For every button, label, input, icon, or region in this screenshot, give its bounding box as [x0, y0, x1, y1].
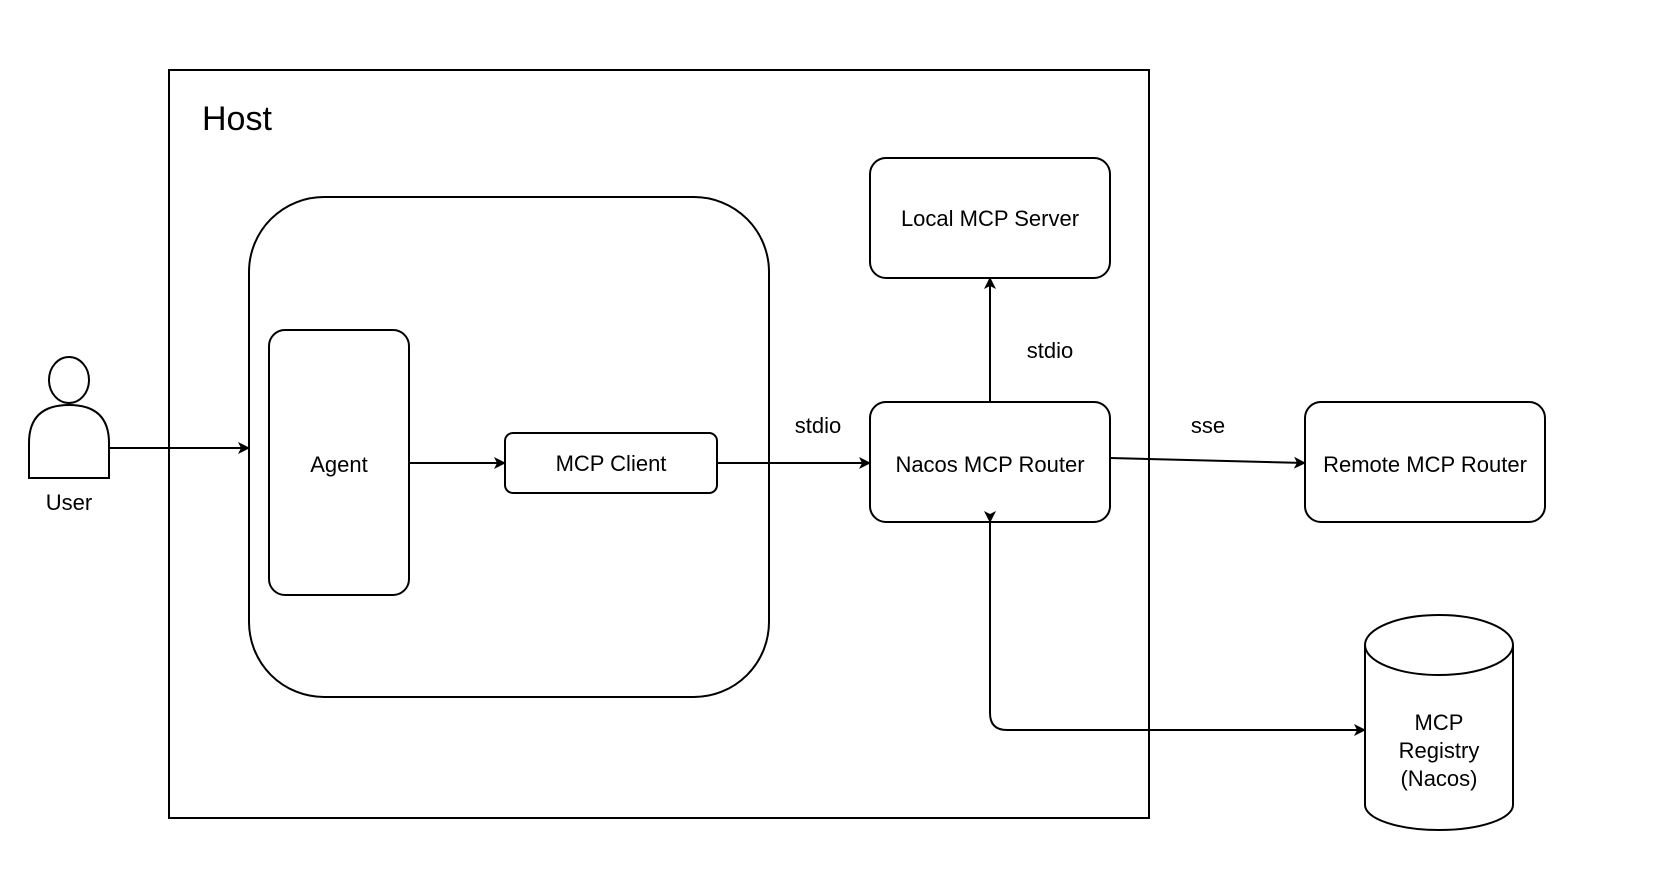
agent-label: Agent: [310, 452, 368, 477]
nacos-mcp-router-node: Nacos MCP Router: [869, 401, 1111, 523]
local-mcp-server-node: Local MCP Server: [869, 157, 1111, 279]
user-actor: User: [28, 356, 110, 515]
remote-mcp-router-node: Remote MCP Router: [1304, 401, 1546, 523]
host-label: Host: [202, 100, 272, 138]
registry-label-line-3: (Nacos): [1400, 766, 1477, 791]
mcp-client-node: MCP Client: [504, 432, 718, 494]
registry-label-line-1: MCP: [1415, 710, 1464, 735]
registry-label-line-2: Registry: [1399, 738, 1480, 763]
edge-nacos-router-to-remote-router: [1109, 456, 1306, 469]
nacos-mcp-router-label: Nacos MCP Router: [895, 452, 1084, 477]
edge-label-router-to-local: stdio: [1027, 338, 1073, 363]
local-mcp-server-label: Local MCP Server: [901, 206, 1079, 231]
edge-registry-to-nacos-router: [984, 511, 1366, 736]
edge-label-client-to-router: stdio: [795, 413, 841, 438]
mcp-registry-database: MCP Registry (Nacos): [1364, 614, 1514, 831]
agent-node: Agent: [268, 329, 410, 596]
user-label: User: [46, 490, 92, 515]
user-head-icon: [48, 356, 90, 404]
user-body-icon: [28, 403, 110, 479]
edge-label-router-to-remote: sse: [1191, 413, 1225, 438]
remote-mcp-router-label: Remote MCP Router: [1323, 452, 1527, 477]
mcp-client-label: MCP Client: [556, 451, 667, 476]
